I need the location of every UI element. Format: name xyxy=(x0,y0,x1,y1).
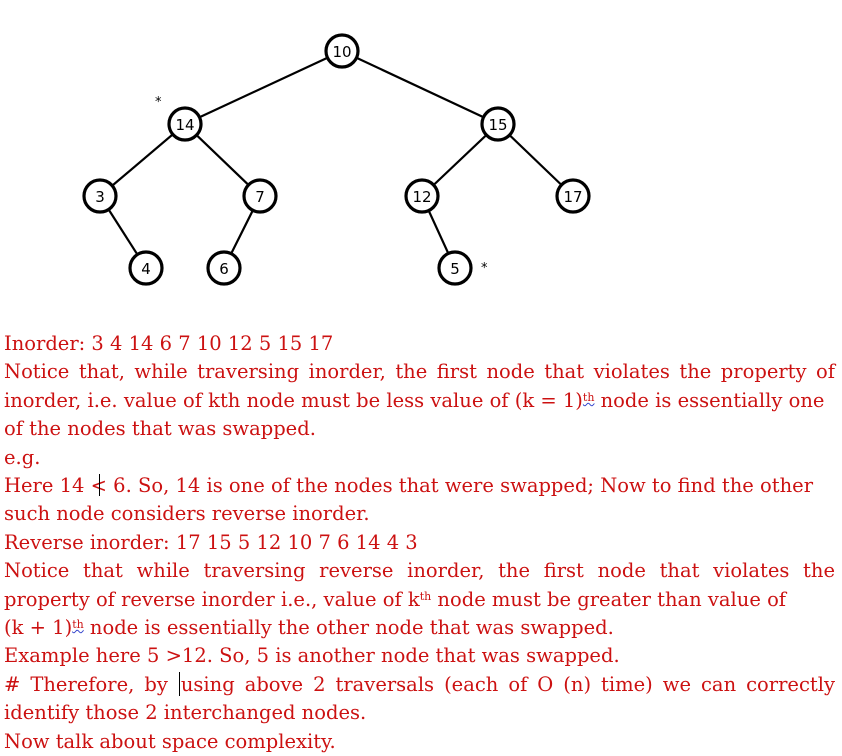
tree-node-12: 12 xyxy=(404,178,440,214)
tree-node-4: 4 xyxy=(128,250,164,286)
node-label: 3 xyxy=(95,188,105,206)
text-cursor xyxy=(178,671,180,696)
space-complexity-line: Now talk about space complexity. xyxy=(4,729,336,753)
therefore-line-head: # Therefore, by xyxy=(4,672,178,696)
identify-line: identify those 2 interchanged nodes. xyxy=(4,701,367,725)
node-label: 12 xyxy=(412,188,431,206)
not-less-than-symbol: < xyxy=(91,472,107,500)
th-superscript: th xyxy=(582,390,595,404)
node-label: 14 xyxy=(175,116,194,134)
tree-edge-10-15 xyxy=(341,50,499,125)
node-label: 5 xyxy=(450,260,460,278)
tree-node-3: 3 xyxy=(82,178,118,214)
node-circle xyxy=(480,106,516,142)
therefore-line: # Therefore, by using above 2 traversals… xyxy=(4,671,835,699)
inorder-line: Inorder: 3 4 14 6 7 10 12 5 15 17 xyxy=(4,332,334,355)
node-label: 6 xyxy=(219,260,229,278)
notice-line-1: Notice that, while traversing inorder, t… xyxy=(4,360,835,384)
reverse-notice-line-3: (k + 1)th node is essentially the other … xyxy=(4,614,835,642)
node-label: 7 xyxy=(255,188,265,206)
tree-node-17: 17 xyxy=(555,178,591,214)
node-circle xyxy=(437,250,473,286)
reverse-notice-line-3-head: (k + 1) xyxy=(4,616,73,640)
tree-node-14: 14 xyxy=(167,106,203,142)
node-label: 15 xyxy=(488,116,507,134)
example-line-1-head: Here 14 xyxy=(4,474,91,498)
swap-marker-5: * xyxy=(481,261,488,276)
tree-node-15: 15 xyxy=(480,106,516,142)
tree-edge-10-14 xyxy=(184,50,343,125)
notice-line-3: of the nodes that was swapped. xyxy=(4,417,316,441)
negation-bar xyxy=(98,474,101,497)
node-circle xyxy=(324,33,360,69)
reverse-notice-line-3-tail: node is essentially the other node that … xyxy=(83,616,614,640)
explanation-text: Inorder: 3 4 14 6 7 10 12 5 15 17 Notice… xyxy=(4,330,835,756)
tree-node-6: 6 xyxy=(206,250,242,286)
node-label: 4 xyxy=(141,260,151,278)
node-circle xyxy=(242,178,278,214)
th-superscript-2: th xyxy=(419,589,432,603)
reverse-notice-line-2-head: property of reverse inorder i.e., value … xyxy=(4,587,420,611)
tree-edge-14-3 xyxy=(99,123,186,197)
node-circle xyxy=(555,178,591,214)
therefore-line-tail: using above 2 traversals (each of O (n) … xyxy=(180,672,835,696)
node-label: 17 xyxy=(563,188,582,206)
notice-line-2: inorder, i.e. value of kth node must be … xyxy=(4,387,835,415)
tree-node-5: 5 xyxy=(437,250,473,286)
eg-label: e.g. xyxy=(4,445,41,469)
reverse-inorder-line: Reverse inorder: 17 15 5 12 10 7 6 14 4 … xyxy=(4,530,418,554)
binary-tree-diagram: 10 14 * 15 3 7 12 17 4 6 5 * xyxy=(82,33,591,286)
node-circle xyxy=(128,250,164,286)
tree-nodes: 10 14 * 15 3 7 12 17 4 6 5 * xyxy=(82,33,591,286)
node-circle xyxy=(167,106,203,142)
notice-line-2-tail: node is essentially one xyxy=(594,388,825,412)
tree-edges xyxy=(99,50,574,269)
example-line-1: Here 14 < 6. So, 14 is one of the nodes … xyxy=(4,472,835,500)
tree-node-7: 7 xyxy=(242,178,278,214)
th-superscript-3: th xyxy=(72,618,84,632)
node-circle xyxy=(404,178,440,214)
tree-node-10: 10 xyxy=(324,33,360,69)
reverse-notice-line-2: property of reverse inorder i.e., value … xyxy=(4,586,835,614)
reverse-notice-line-2-tail: node must be greater than value of xyxy=(431,587,787,611)
example-reverse-line: Example here 5 >12. So, 5 is another nod… xyxy=(4,644,620,668)
node-label: 10 xyxy=(332,43,351,61)
example-line-2: such node considers reverse inorder. xyxy=(4,502,370,526)
notice-line-2-text: inorder, i.e. value of kth node must be … xyxy=(4,388,583,412)
node-circle xyxy=(82,178,118,214)
swap-marker-14: * xyxy=(155,95,162,110)
example-line-1-tail: 6. So, 14 is one of the nodes that were … xyxy=(106,474,814,498)
node-circle xyxy=(206,250,242,286)
reverse-notice-line-1: Notice that while traversing reverse ino… xyxy=(4,559,835,583)
